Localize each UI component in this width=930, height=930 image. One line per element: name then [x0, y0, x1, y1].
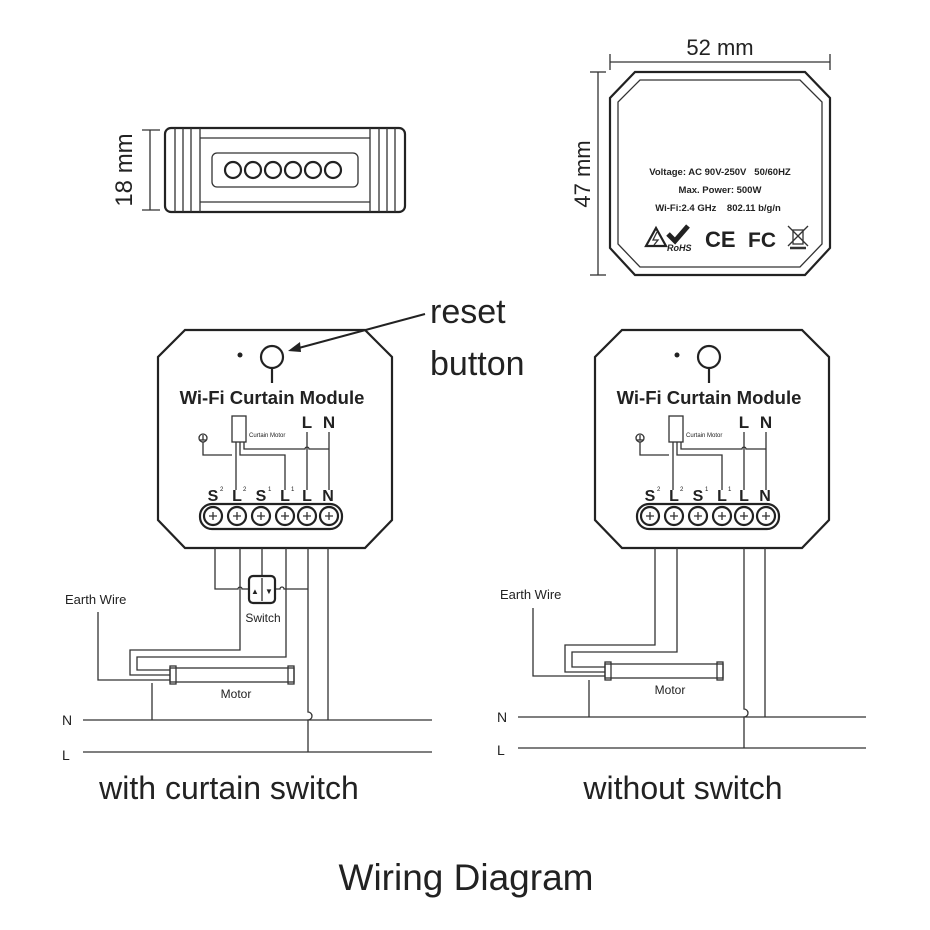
top-l-label: L — [739, 413, 749, 432]
earth-wire-label: Earth Wire — [500, 587, 561, 602]
voltage-spec: Voltage: AC 90V-250V 50/60HZ — [649, 167, 791, 178]
motor-tube — [604, 663, 724, 679]
terminal-label-l: L — [302, 488, 312, 505]
terminal-block — [635, 502, 781, 531]
terminal-label-l2: L — [669, 488, 679, 505]
svg-text:RoHS: RoHS — [667, 243, 692, 253]
side-view: 18 mm — [111, 126, 407, 214]
caption-without-switch: without switch — [582, 770, 782, 806]
module-title: Wi-Fi Curtain Module — [617, 387, 802, 408]
neutral-label: N — [62, 712, 72, 728]
diagram-title: Wiring Diagram — [339, 857, 594, 898]
sup: 2 — [220, 487, 224, 493]
warning-icon — [644, 225, 668, 248]
reset-arrow — [294, 313, 426, 350]
terminal-block — [198, 502, 344, 531]
ground-icon — [635, 433, 645, 443]
sup: 2 — [243, 487, 247, 493]
curtain-motor-label: Curtain Motor — [249, 433, 285, 439]
top-view: 52 mm 47 mm Voltage: AC 90V-250V 50/60HZ… — [570, 35, 832, 277]
terminal-label-s2: S — [645, 488, 656, 505]
sup: 2 — [657, 487, 661, 493]
live-label: L — [62, 747, 70, 763]
fcc-mark-icon: FC — [748, 229, 776, 252]
terminal-screws[interactable] — [202, 505, 340, 527]
curtain-switch[interactable] — [247, 574, 277, 605]
ce-mark-icon: CE — [705, 227, 736, 252]
wifi-spec: Wi-Fi:2.4 GHz 802.11 b/g/n — [655, 203, 781, 214]
motor-label: Motor — [655, 683, 686, 697]
sup: 1 — [705, 487, 709, 493]
module-title: Wi-Fi Curtain Module — [180, 387, 365, 408]
width-dimension: 52 mm — [686, 35, 753, 60]
terminal-label-n: N — [759, 488, 771, 505]
up-arrow-icon: ▲ — [251, 587, 259, 596]
sup: 1 — [728, 487, 732, 493]
curtain-motor-label: Curtain Motor — [686, 433, 722, 439]
top-n-label: N — [760, 413, 772, 432]
terminal-screws[interactable] — [639, 505, 777, 527]
reset-label-line2: button — [430, 345, 525, 383]
motor-label: Motor — [221, 687, 252, 701]
down-arrow-icon: ▼ — [265, 587, 273, 596]
terminal-label-l1: L — [717, 488, 727, 505]
switch-label: Switch — [245, 611, 280, 625]
reset-button[interactable] — [696, 344, 722, 370]
terminal-label-s2: S — [208, 488, 219, 505]
top-n-label: N — [323, 413, 335, 432]
sup: 1 — [291, 487, 295, 493]
terminal-label-s1: S — [256, 488, 267, 505]
terminal-label-l2: L — [232, 488, 242, 505]
weee-bin-icon — [787, 225, 809, 250]
sup: 1 — [268, 487, 272, 493]
rohs-icon: RoHS — [666, 224, 692, 253]
neutral-label: N — [497, 709, 507, 725]
wiring-without-switch: Earth Wire Motor N L — [497, 548, 866, 758]
top-l-label: L — [302, 413, 312, 432]
reset-label-line1: reset — [430, 293, 506, 331]
reset-button[interactable] — [259, 344, 285, 370]
terminal-label-l: L — [739, 488, 749, 505]
earth-wire-label: Earth Wire — [65, 592, 126, 607]
power-spec: Max. Power: 500W — [679, 185, 762, 196]
sup: 2 — [680, 487, 684, 493]
wiring-with-switch: ▲ ▼ Switch Earth Wire Motor N L — [62, 548, 432, 763]
module-with-switch: Wi-Fi Curtain Module L N Curtain Motor S… — [156, 328, 394, 550]
terminal-label-l1: L — [280, 488, 290, 505]
depth-dimension: 18 mm — [111, 133, 138, 206]
caption-with-switch: with curtain switch — [98, 770, 359, 806]
ground-icon — [198, 433, 208, 443]
live-label: L — [497, 742, 505, 758]
height-dimension: 47 mm — [570, 140, 595, 207]
terminal-label-s1: S — [693, 488, 704, 505]
motor-tube — [169, 667, 295, 683]
module-without-switch: Wi-Fi Curtain Module L N Curtain Motor S… — [593, 328, 831, 550]
terminal-label-n: N — [322, 488, 334, 505]
